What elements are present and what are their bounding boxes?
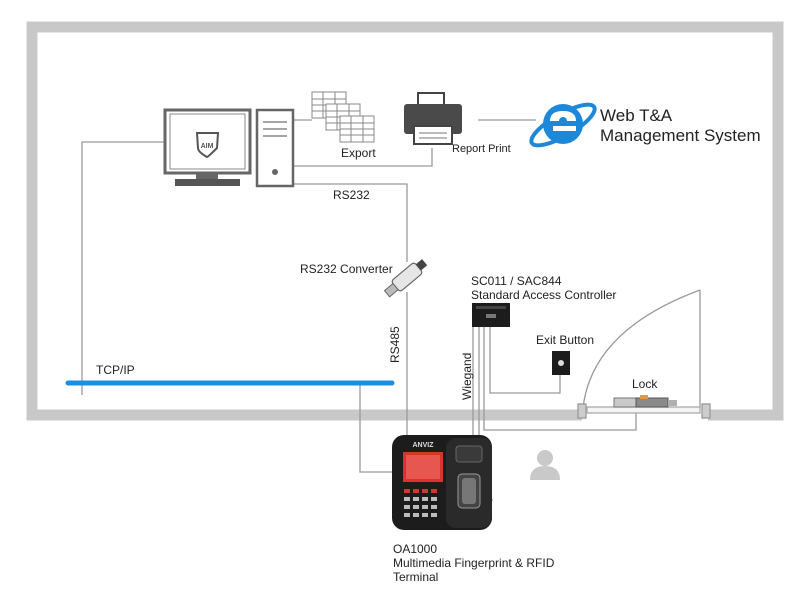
terminal-type: Terminal (393, 570, 439, 584)
wiegand-label: Wiegand (460, 352, 474, 400)
lock-cable (483, 325, 637, 431)
door-icon (577, 289, 711, 419)
rs232-converter-label: RS232 Converter (300, 262, 393, 276)
web-title-line2: Management System (600, 126, 761, 145)
rs232-cable (293, 183, 408, 262)
report-print-label: Report Print (452, 143, 511, 155)
print-cable (293, 148, 433, 167)
device-brand-text: ANVIZ (413, 442, 435, 449)
rs232-converter-icon (383, 259, 428, 298)
rs232-label: RS232 (333, 188, 370, 202)
tcpip-drop-cable (359, 385, 393, 473)
rs485-label: RS485 (388, 326, 402, 363)
computer-monitor-icon (163, 108, 252, 186)
terminal-model: OA1000 (393, 542, 438, 556)
cables (81, 119, 637, 501)
web-title: Web T&A Management System (600, 106, 761, 146)
access-controller-icon (472, 303, 510, 327)
export-label: Export (341, 146, 376, 160)
spreadsheet-icon (311, 91, 375, 143)
lock-label: Lock (632, 377, 658, 391)
terminal-description: Multimedia Fingerprint & RFID (393, 556, 555, 570)
terminal-caption: OA1000 Multimedia Fingerprint & RFID Ter… (393, 542, 554, 584)
controller-label-line2: Standard Access Controller (471, 288, 617, 302)
exit-cable (489, 325, 561, 394)
ie-logo-icon (529, 102, 597, 148)
building-wall (26, 21, 784, 421)
terminal-device-icon (392, 435, 492, 530)
person-icon (530, 450, 560, 480)
web-title-line1: Web T&A (600, 106, 673, 125)
printer-icon (404, 92, 462, 145)
exit-button-label: Exit Button (536, 333, 595, 347)
monitor-logo-text: AIM (201, 143, 214, 150)
pc-tower-icon (255, 108, 295, 188)
exit-button-icon (552, 351, 570, 375)
tcpip-label: TCP/IP (96, 363, 135, 377)
lock-icon (613, 395, 677, 408)
tcpip-cable-left (81, 141, 165, 395)
controller-label-line1: SC011 / SAC844 (471, 274, 562, 288)
